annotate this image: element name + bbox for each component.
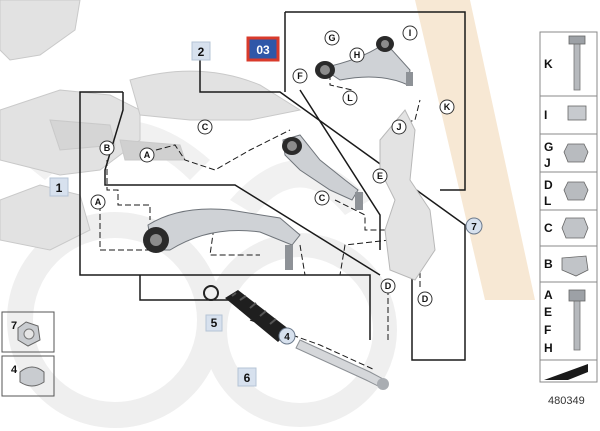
callout-a-upper: A [144,150,151,160]
callout-j: J [396,122,401,132]
callout-l: L [347,93,353,103]
steering-boot [203,285,290,342]
callout-f: F [297,71,303,81]
group-frames [79,11,466,361]
side-kit-4-number: 4 [11,364,18,376]
part-number-5: 5 [211,316,218,330]
callout-a-lower: A [95,197,102,207]
side-kit-box-7: 7 [1,311,55,353]
callout-d-right: D [422,294,429,304]
part-number-4-circle: 4 [284,332,290,343]
part-number-tags: 2 1 5 6 [49,41,257,387]
tension-strut-arm [282,134,363,210]
callout-e: E [377,171,383,181]
callout-d-left: D [385,281,392,291]
legend-letter-h: H [544,341,553,355]
side-kit-7-number: 7 [11,320,17,332]
wheel-carrier [379,109,436,281]
callout-g: G [328,33,335,43]
legend-letter-i: I [544,108,547,122]
page-badge[interactable]: 03 [246,36,280,62]
side-kit-box-4: 4 [1,355,55,397]
legend-letter-b: B [544,257,553,271]
lower-control-arm [143,208,301,270]
legend-letter-f: F [544,323,551,337]
part-number-7-circle: 7 [471,222,477,233]
callout-h-top: H [354,50,361,60]
legend-letter-a: A [544,288,553,302]
callout-c-lower: C [319,193,326,203]
callout-c-upper: C [202,122,209,132]
callout-k: K [444,102,451,112]
page-badge-label: 03 [256,43,270,57]
legend-letter-c: C [544,221,553,235]
tie-rod [295,339,389,390]
legend-letter-j: J [544,156,551,170]
callout-b: B [104,143,111,153]
letter-callouts: G H I F L K J C B A A E C D D [90,25,455,307]
circled-part-tags: 4 7 [278,217,483,345]
legend-letter-k: K [544,57,553,71]
drawing-number: 480349 [548,395,585,407]
legend-arrow-tile [544,364,588,380]
parts-legend-column: K I G J D L C B A E F H [539,31,598,383]
legend-letter-d: D [544,178,553,192]
legend-letter-g: G [544,140,553,154]
legend-letter-l: L [544,194,551,208]
callout-i: I [409,28,412,38]
legend-letter-e: E [544,305,552,319]
part-number-2: 2 [198,45,205,59]
upper-wishbone-arm [315,36,413,86]
part-number-6: 6 [244,371,251,385]
part-number-1: 1 [56,181,63,195]
